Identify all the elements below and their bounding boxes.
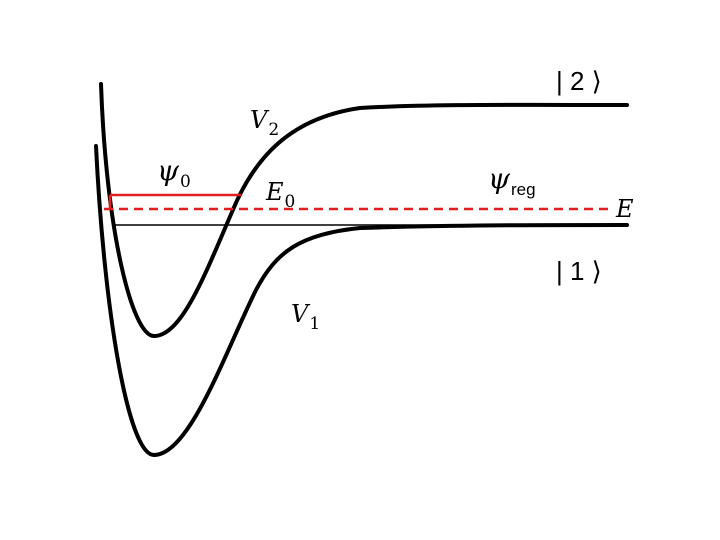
psi-reg-subscript: reg: [510, 180, 536, 199]
psi0-label: ψ0: [157, 154, 191, 191]
ket-2-label: | 2 ⟩: [556, 66, 602, 96]
upper-potential-curve-v2: [99, 82, 629, 339]
energy-e-label: E: [616, 195, 634, 223]
v1-subscript: 1: [309, 314, 321, 334]
e0-symbol: E: [266, 178, 284, 206]
psi0-symbol: ψ: [157, 154, 179, 187]
v2-subscript: 2: [268, 120, 280, 140]
v1-label: V1: [291, 300, 320, 333]
e0-label: E0: [266, 178, 295, 211]
psi0-subscript: 0: [179, 172, 191, 192]
v2-label: V2: [250, 106, 279, 139]
psi-reg-symbol: ψ: [488, 162, 510, 195]
psi-reg-label: ψreg: [488, 162, 536, 199]
lower-potential-curve-v1: [94, 144, 629, 458]
v2-symbol: V: [250, 106, 268, 134]
ket-1-label: | 1 ⟩: [556, 256, 602, 286]
e0-subscript: 0: [284, 192, 296, 212]
v1-symbol: V: [291, 300, 309, 328]
